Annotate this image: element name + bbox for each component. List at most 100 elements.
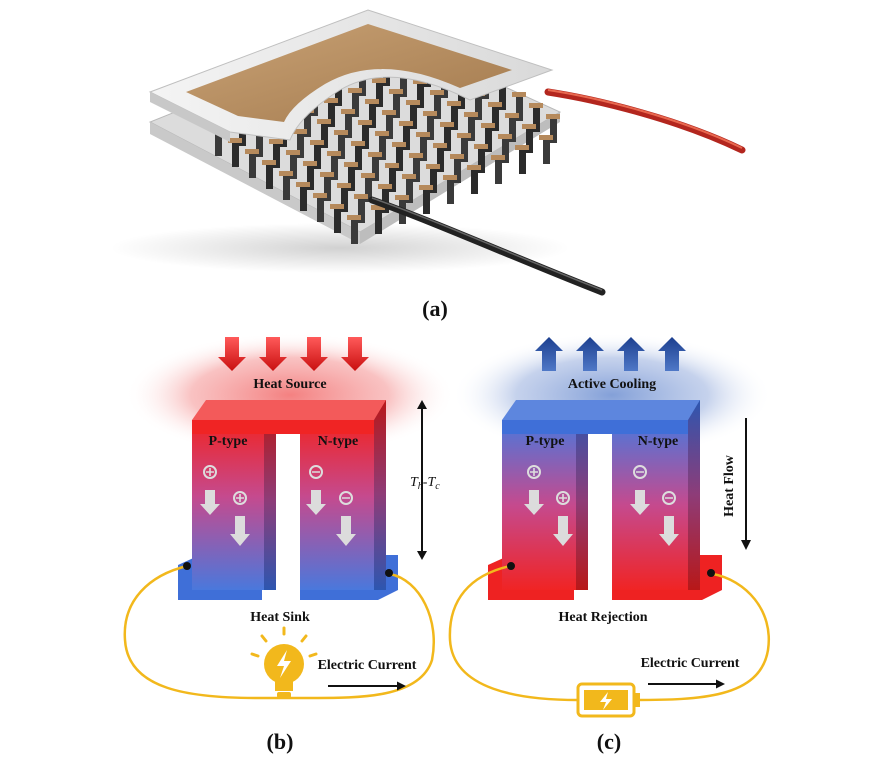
up-arrow-icon: [535, 337, 563, 371]
copper-tab: [389, 89, 403, 94]
down-arrow-icon: [218, 337, 246, 371]
minus-charge-icon: [339, 491, 353, 505]
battery-icon: [576, 682, 640, 718]
copper-tab: [293, 129, 307, 134]
panel-b-label: (b): [267, 729, 294, 754]
top-bridge-front: [502, 420, 688, 434]
gap-shadow: [588, 434, 612, 590]
charge-signs: [530, 468, 673, 502]
copper-tab: [344, 162, 358, 167]
copper-tab: [337, 183, 351, 188]
pellet: [304, 111, 311, 137]
pellet: [471, 168, 478, 194]
pellet: [396, 145, 403, 171]
copper-tab: [464, 112, 478, 117]
pellet: [509, 116, 516, 142]
pellet: [256, 131, 263, 157]
pellet: [386, 113, 393, 139]
copper-tab: [402, 174, 416, 179]
pellet: [410, 103, 417, 129]
plus-charge-icon: [233, 491, 247, 505]
copper-tab: [365, 99, 379, 104]
pellet: [314, 143, 321, 169]
copper-tab: [385, 163, 399, 168]
copper-tab: [361, 173, 375, 178]
black-wire-highlight: [371, 197, 603, 291]
pellet: [273, 142, 280, 168]
pellet: [434, 93, 441, 119]
down-arrow-icon: [230, 516, 250, 546]
p-type-label: P-type: [209, 434, 248, 449]
pellet: [345, 112, 352, 138]
current-direction-arrow: [648, 679, 725, 689]
terminal-dot: [385, 569, 393, 577]
copper-tab: [447, 101, 461, 106]
pellet: [389, 166, 396, 192]
pellet: [417, 82, 424, 108]
copper-tab: [313, 193, 327, 198]
copper-tab: [395, 195, 409, 200]
pellet: [331, 154, 338, 180]
copper-tab: [392, 142, 406, 147]
pellet: [406, 177, 413, 203]
pellet: [526, 127, 533, 153]
copper-tab: [382, 110, 396, 115]
pellet: [413, 156, 420, 182]
pellet: [427, 114, 434, 140]
copper-tab: [423, 111, 437, 116]
n-type-leg-side: [688, 400, 700, 590]
plus-charge-icon: [203, 465, 217, 479]
pellet: [400, 71, 407, 97]
pellet: [328, 101, 335, 127]
pellet: [232, 141, 239, 167]
copper-tab: [409, 153, 423, 158]
panel-c: Active Cooling P-type N-type: [448, 333, 772, 754]
p-type-label: P-type: [526, 434, 565, 449]
heat-source-arrows: [218, 337, 369, 371]
copper-tab: [317, 119, 331, 124]
copper-tab: [457, 133, 471, 138]
down-arrow-icon: [553, 516, 573, 546]
copper-tab: [440, 122, 454, 127]
copper-tab: [505, 113, 519, 118]
copper-tab: [358, 120, 372, 125]
terminal-dot: [707, 569, 715, 577]
copper-tab: [481, 123, 495, 128]
bottom-plate-edge: [150, 122, 360, 244]
copper-tab: [279, 171, 293, 176]
electron-carriers: [633, 465, 676, 505]
pellet: [297, 132, 304, 158]
pellet: [519, 148, 526, 174]
copper-tab: [539, 135, 553, 140]
pellet: [379, 134, 386, 160]
pellet: [334, 207, 341, 233]
copper-tab: [488, 102, 502, 107]
pellet: [338, 133, 345, 159]
charge-signs: [206, 468, 350, 502]
down-arrow-icon: [659, 516, 679, 546]
pellet: [382, 187, 389, 213]
panel-a-label: (a): [422, 296, 448, 321]
hole-carriers: [203, 465, 247, 505]
copper-tab: [320, 172, 334, 177]
copper-tab: [419, 185, 433, 190]
pellet: [393, 92, 400, 118]
pellet: [499, 84, 506, 110]
down-arrow-icon: [259, 337, 287, 371]
copper-tab: [351, 141, 365, 146]
pellet: [365, 176, 372, 202]
copper-tab: [348, 88, 362, 93]
copper-tab: [228, 138, 242, 143]
pellet: [351, 218, 358, 244]
copper-tab: [378, 184, 392, 189]
p-type-leg-side: [576, 410, 588, 590]
copper-tab: [324, 98, 338, 103]
pellet: [454, 157, 461, 183]
top-bridge-electrode: [502, 400, 700, 420]
copper-tab: [474, 144, 488, 149]
pellet: [447, 178, 454, 204]
pellet: [475, 94, 482, 120]
pellet: [358, 197, 365, 223]
pellet: [543, 138, 550, 164]
red-wire-highlight: [547, 89, 743, 149]
